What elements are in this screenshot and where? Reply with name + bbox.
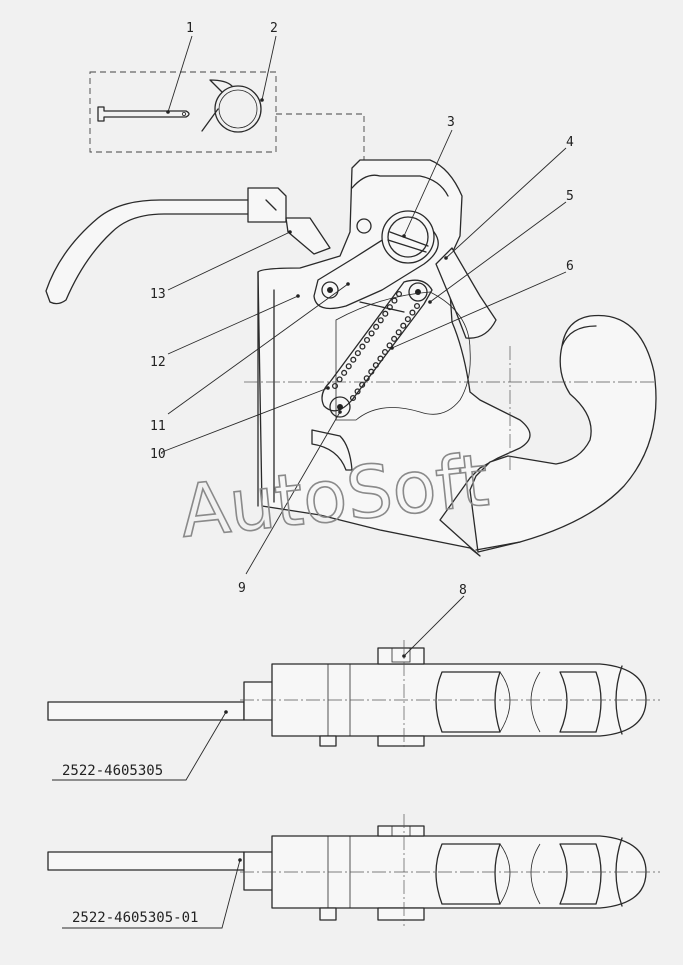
spring-coil (377, 317, 384, 324)
spring-coil (331, 382, 339, 390)
spring-coil (400, 322, 407, 329)
top-view-variant-2 (47, 814, 660, 929)
spring-coil (363, 336, 371, 344)
spring-coil (391, 297, 398, 304)
callout-1: 1 (186, 21, 194, 36)
callout-4: 4 (566, 135, 574, 150)
spring-coil (382, 310, 389, 317)
top-view-variant-1 (47, 595, 660, 781)
callout-2: 2 (270, 21, 278, 36)
hook-side-view (45, 159, 657, 557)
spring-coil (377, 355, 384, 362)
callout-6: 6 (566, 259, 574, 274)
callout-12: 12 (150, 355, 166, 370)
callout-labels: 1 2 3 4 5 6 8 9 10 11 12 13 (150, 21, 574, 598)
spring-coil (373, 323, 380, 330)
spring-coil (413, 302, 421, 310)
spring-coil (386, 342, 393, 349)
spring-coil (341, 369, 348, 376)
spring-coil (368, 368, 375, 375)
spring-coil (359, 343, 366, 350)
spring-assembly (321, 279, 433, 418)
part-number-label-1: 2522-4605305 (62, 763, 163, 779)
spring-coil (381, 348, 389, 356)
spring-coil (386, 304, 393, 311)
spring-coil (359, 381, 366, 388)
spring-coil (409, 309, 416, 316)
spring-coil (404, 316, 411, 323)
pin-and-clip-detail (89, 71, 371, 214)
spring-coil (368, 330, 375, 337)
callout-8: 8 (459, 583, 467, 598)
callout-13: 13 (150, 287, 166, 302)
callout-11: 11 (150, 419, 166, 434)
callout-5: 5 (566, 189, 574, 204)
spring-coil (391, 335, 398, 342)
spring-coil (349, 394, 357, 402)
spring-coil (363, 375, 370, 382)
callout-9: 9 (238, 581, 246, 596)
callout-leaders (161, 35, 567, 575)
part-number-label-2: 2522-4605305-01 (72, 910, 198, 926)
spring-coil (354, 388, 361, 395)
spring-coil (345, 363, 352, 370)
spring-coil (395, 329, 402, 336)
callout-10: 10 (150, 447, 166, 462)
callout-3: 3 (447, 115, 455, 130)
spring-coil (354, 350, 361, 357)
spring-coil (372, 362, 379, 369)
spring-coil (350, 356, 357, 363)
